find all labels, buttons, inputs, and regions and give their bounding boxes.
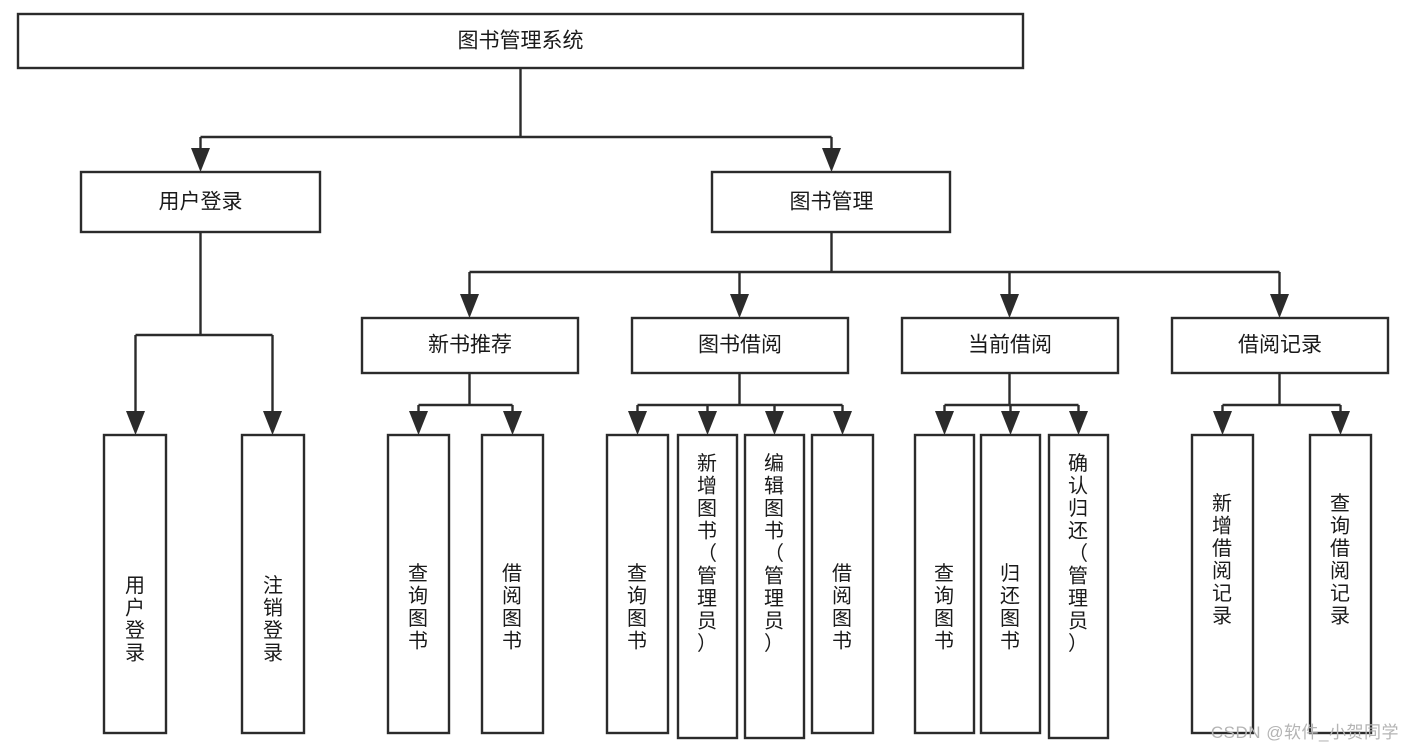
node-book-borrow-box[interactable] <box>630 316 850 375</box>
arrow-to-borrow-record <box>1270 294 1289 318</box>
node-leaf-query-book-1-box[interactable] <box>386 433 451 735</box>
node-leaf-query-book-3-box[interactable] <box>913 433 976 735</box>
arrow-to-new-book-recommend <box>460 294 479 318</box>
node-borrow-record[interactable]: 借阅记录 <box>1170 316 1390 375</box>
node-leaf-confirm-return-label: 确认归还（管理员） <box>1068 452 1088 655</box>
node-borrow-record-box[interactable] <box>1170 316 1390 375</box>
arrow-to-leaf-query-record <box>1331 411 1350 435</box>
node-leaf-return-book[interactable]: 归还图书 <box>979 433 1042 735</box>
connector-layer <box>126 68 1350 435</box>
node-leaf-borrow-book-2-label: 借阅图书 <box>832 562 852 653</box>
node-book-manage-label: 图书管理 <box>790 191 874 214</box>
node-leaf-query-book-2-label: 查询图书 <box>627 562 647 653</box>
node-book-manage-box[interactable] <box>710 170 952 234</box>
arrow-to-leaf-edit-book <box>765 411 784 435</box>
arrow-to-leaf-query-book-2 <box>628 411 647 435</box>
node-root-box[interactable] <box>16 12 1025 70</box>
node-leaf-return-book-label: 归还图书 <box>1000 562 1020 653</box>
node-leaf-query-record-label: 查询借阅记录 <box>1330 492 1350 628</box>
arrow-to-current-borrow <box>1000 294 1019 318</box>
node-current-borrow-box[interactable] <box>900 316 1120 375</box>
node-leaf-confirm-return[interactable]: 确认归还（管理员） <box>1047 433 1110 740</box>
csdn-watermark: CSDN @软件_小贺同学 <box>1210 723 1399 742</box>
arrow-root-to-book-manage <box>822 148 841 172</box>
arrow-to-leaf-logout <box>263 411 282 435</box>
arrow-to-leaf-query-book-1 <box>409 411 428 435</box>
node-leaf-borrow-book-2-box[interactable] <box>810 433 875 735</box>
node-leaf-confirm-return-box[interactable] <box>1047 433 1110 740</box>
arrow-to-leaf-borrow-book-1 <box>503 411 522 435</box>
node-current-borrow-label: 当前借阅 <box>968 334 1052 357</box>
node-leaf-add-book-box[interactable] <box>676 433 739 740</box>
arrow-to-book-borrow <box>730 294 749 318</box>
node-root-label: 图书管理系统 <box>458 30 584 53</box>
arrow-to-leaf-return-book <box>1001 411 1020 435</box>
node-leaf-logout-label: 注销登录 <box>263 574 283 665</box>
node-leaf-add-record[interactable]: 新增借阅记录 <box>1190 433 1255 735</box>
node-user-login-box[interactable] <box>79 170 322 234</box>
arrow-to-leaf-add-record <box>1213 411 1232 435</box>
node-leaf-borrow-book-1-box[interactable] <box>480 433 545 735</box>
node-leaf-user-login-box[interactable] <box>102 433 168 735</box>
arrow-to-leaf-user-login <box>126 411 145 435</box>
node-new-book-recommend[interactable]: 新书推荐 <box>360 316 580 375</box>
arrow-to-leaf-confirm-return <box>1069 411 1088 435</box>
node-leaf-query-record[interactable]: 查询借阅记录 <box>1308 433 1373 735</box>
node-leaf-add-record-label: 新增借阅记录 <box>1212 492 1232 628</box>
node-leaf-query-book-2[interactable]: 查询图书 <box>605 433 670 735</box>
node-leaf-add-book-label: 新增图书（管理员） <box>697 452 717 655</box>
node-leaf-logout-box[interactable] <box>240 433 306 735</box>
arrow-to-leaf-query-book-3 <box>935 411 954 435</box>
node-leaf-edit-book-label: 编辑图书（管理员） <box>764 452 784 655</box>
node-leaf-borrow-book-1[interactable]: 借阅图书 <box>480 433 545 735</box>
node-leaf-query-book-3-label: 查询图书 <box>934 562 954 653</box>
node-borrow-record-label: 借阅记录 <box>1238 334 1322 357</box>
node-leaf-return-book-box[interactable] <box>979 433 1042 735</box>
node-root[interactable]: 图书管理系统 <box>16 12 1025 70</box>
node-leaf-borrow-book-2[interactable]: 借阅图书 <box>810 433 875 735</box>
node-leaf-query-book-1-label: 查询图书 <box>408 562 428 653</box>
node-user-login[interactable]: 用户登录 <box>79 170 322 234</box>
node-leaf-edit-book[interactable]: 编辑图书（管理员） <box>743 433 806 740</box>
node-leaf-query-record-box[interactable] <box>1308 433 1373 735</box>
node-leaf-query-book-3[interactable]: 查询图书 <box>913 433 976 735</box>
node-leaf-borrow-book-1-label: 借阅图书 <box>502 562 522 653</box>
arrow-to-leaf-add-book <box>698 411 717 435</box>
node-new-book-recommend-label: 新书推荐 <box>428 334 512 357</box>
node-book-manage[interactable]: 图书管理 <box>710 170 952 234</box>
node-leaf-logout[interactable]: 注销登录 <box>240 433 306 735</box>
node-leaf-add-record-box[interactable] <box>1190 433 1255 735</box>
arrow-root-to-user-login <box>191 148 210 172</box>
node-current-borrow[interactable]: 当前借阅 <box>900 316 1120 375</box>
node-leaf-user-login[interactable]: 用户登录 <box>102 433 168 735</box>
node-leaf-add-book[interactable]: 新增图书（管理员） <box>676 433 739 740</box>
node-new-book-recommend-box[interactable] <box>360 316 580 375</box>
node-leaf-user-login-label: 用户登录 <box>125 575 145 665</box>
node-user-login-label: 用户登录 <box>159 191 243 214</box>
node-leaf-query-book-2-box[interactable] <box>605 433 670 735</box>
node-book-borrow[interactable]: 图书借阅 <box>630 316 850 375</box>
arrow-to-leaf-borrow-book-2 <box>833 411 852 435</box>
node-leaf-edit-book-box[interactable] <box>743 433 806 740</box>
node-leaf-query-book-1[interactable]: 查询图书 <box>386 433 451 735</box>
node-book-borrow-label: 图书借阅 <box>698 334 782 357</box>
